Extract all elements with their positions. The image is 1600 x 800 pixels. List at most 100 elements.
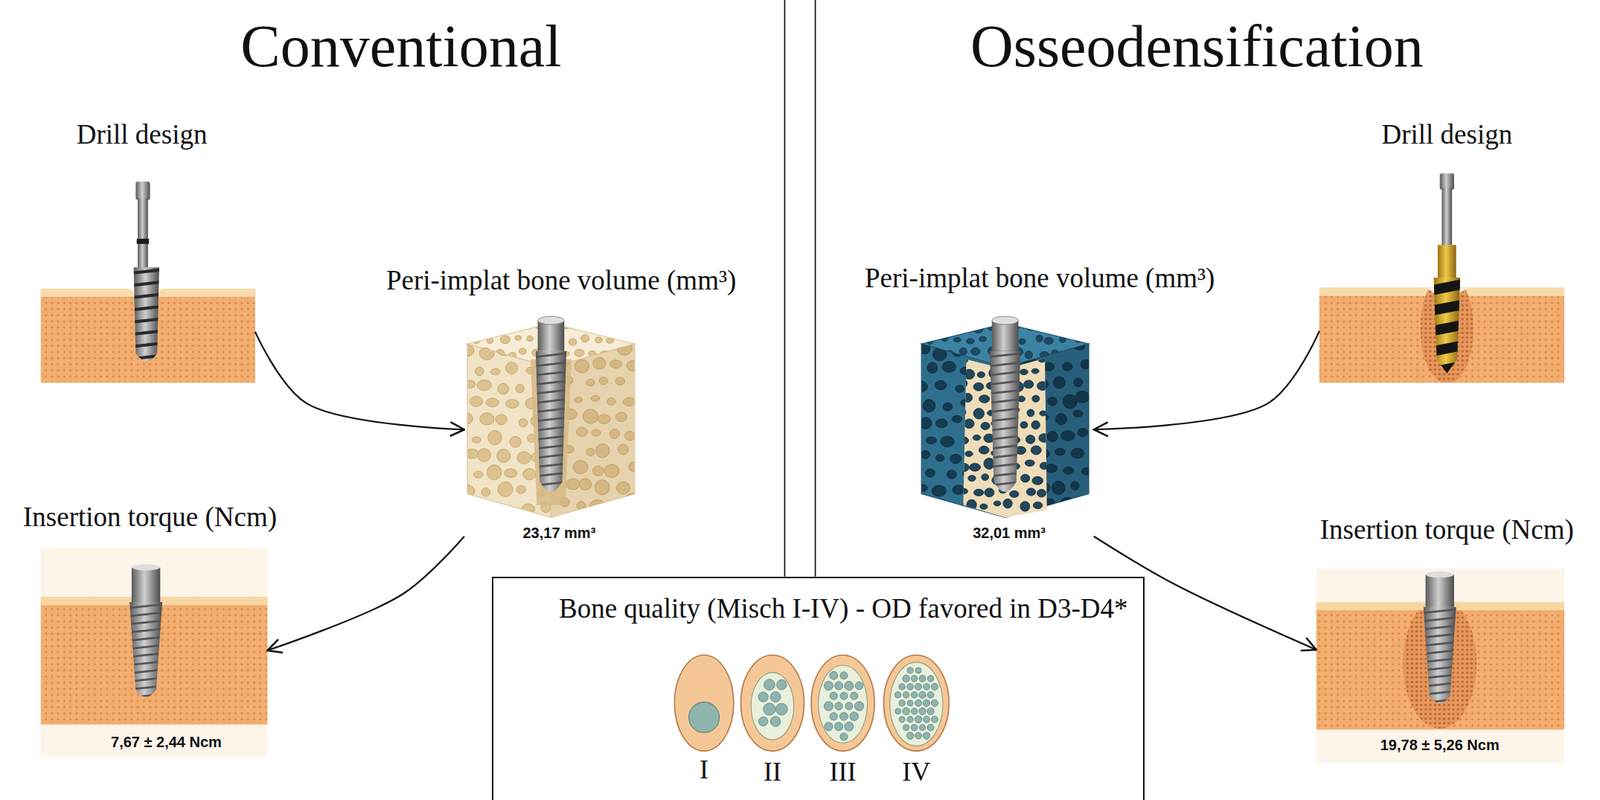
drill-shank — [137, 197, 149, 270]
thread-line — [128, 269, 166, 274]
bone-pore — [978, 445, 990, 454]
bone-section — [740, 654, 804, 751]
marrow-space — [907, 700, 914, 707]
bone-pore — [586, 448, 595, 456]
measurement-value: 7,67 ± 2,44 Ncm — [110, 733, 222, 751]
bone-pore — [1009, 490, 1019, 498]
method-panel: OsseodensificationDrill designPeri-impla… — [815, 0, 1600, 800]
thread-line — [128, 354, 166, 359]
marrow-space — [907, 667, 914, 674]
bone-pore — [1070, 448, 1085, 459]
text-anchor: Drill design — [1381, 119, 1513, 152]
thread-line — [126, 677, 166, 681]
bone-pore — [1079, 323, 1088, 330]
marrow-space — [840, 692, 848, 700]
bone-pore — [1055, 413, 1067, 425]
implant-head — [992, 316, 1019, 325]
bone-pore — [513, 347, 524, 358]
bone-pores — [913, 320, 1094, 515]
text-anchor: Bone quality (Misch I-IV) - OD favored i… — [558, 593, 1128, 626]
thread-line — [986, 352, 1024, 357]
bone-pore — [966, 338, 975, 344]
bone-pore — [581, 334, 590, 343]
bone-pore — [1073, 378, 1083, 387]
thread-line — [126, 653, 166, 658]
bone-pore — [610, 500, 623, 512]
thread-line — [532, 472, 570, 477]
marrow-space — [834, 702, 843, 710]
bone-pore — [1039, 410, 1048, 416]
marrow-space — [931, 715, 939, 723]
bone-pore — [626, 360, 640, 371]
marrow-space — [898, 700, 905, 707]
thread-line — [986, 453, 1024, 458]
marrow-space — [845, 702, 853, 710]
thread-line — [128, 343, 166, 347]
bone-pore — [1061, 430, 1076, 442]
bone-quality-sections — [674, 654, 949, 751]
drill-shank — [1441, 187, 1452, 248]
marrow-space — [903, 692, 910, 699]
marrow-space — [770, 692, 781, 703]
thread-line — [1420, 609, 1460, 614]
marrow-space — [930, 699, 938, 707]
bone-pore — [1026, 409, 1035, 417]
bone-pores — [468, 319, 635, 373]
bone-pore — [516, 485, 526, 494]
flow-arrow — [255, 331, 465, 431]
panel-title: Conventional — [240, 11, 562, 81]
bone-pore — [925, 436, 937, 444]
thread-line — [986, 463, 1024, 468]
bone-pore — [1044, 337, 1054, 344]
bone-pore — [465, 448, 479, 459]
text-anchor: Insertion torque (Ncm) — [23, 501, 277, 534]
thread-line — [126, 628, 166, 633]
bone-pore — [576, 427, 588, 437]
bone-pore — [565, 478, 580, 490]
marrow-space — [919, 674, 926, 682]
bone-pore — [980, 421, 990, 430]
bone-pore — [1019, 340, 1032, 352]
bone-pore — [582, 409, 598, 424]
bone-pore — [974, 488, 984, 496]
text-anchor: Drill design — [76, 119, 208, 152]
marrow-space — [915, 667, 922, 674]
bone-pore — [968, 475, 976, 482]
bone-pore — [1047, 431, 1058, 443]
marrow-space — [763, 703, 776, 716]
densified-implant-site — [1316, 568, 1565, 763]
bone-class-label: IV — [901, 756, 931, 788]
bone-pore — [623, 397, 636, 406]
bone-pore — [973, 408, 984, 419]
thread-line — [532, 407, 570, 412]
bone-pore — [1024, 459, 1035, 466]
marrow-space — [829, 712, 838, 720]
marrow-space — [906, 732, 914, 740]
measurement-value: 32,01 mm³ — [972, 523, 1046, 542]
bone-pore — [517, 451, 532, 464]
thread-line — [532, 463, 570, 468]
bone-pore — [960, 325, 967, 332]
bone-pore — [958, 378, 968, 388]
thread-line — [128, 305, 166, 310]
marrow-space — [903, 724, 910, 731]
bone-pore — [485, 398, 499, 408]
densah-drill — [1319, 173, 1565, 384]
drill-collar — [1437, 244, 1457, 278]
thread-line — [126, 604, 166, 608]
bone-pore — [943, 504, 953, 511]
bone-pore — [479, 346, 495, 361]
insertion-torque-illustration: Insertion torque (Ncm)7,67 ± 2,44 Ncm — [40, 547, 268, 757]
marrow-space — [834, 681, 844, 690]
conventional-drill — [40, 181, 256, 383]
figure-heading: Peri-implat bone volume (mm³) — [864, 262, 1215, 295]
bone-pore — [973, 324, 984, 334]
bone-pore — [523, 468, 536, 480]
marrow-space — [823, 701, 833, 711]
bone-pore — [1035, 334, 1043, 342]
marrow-space — [915, 732, 923, 739]
thread-line — [532, 380, 570, 384]
bone-pore — [489, 504, 500, 513]
bone-pore — [959, 488, 969, 495]
